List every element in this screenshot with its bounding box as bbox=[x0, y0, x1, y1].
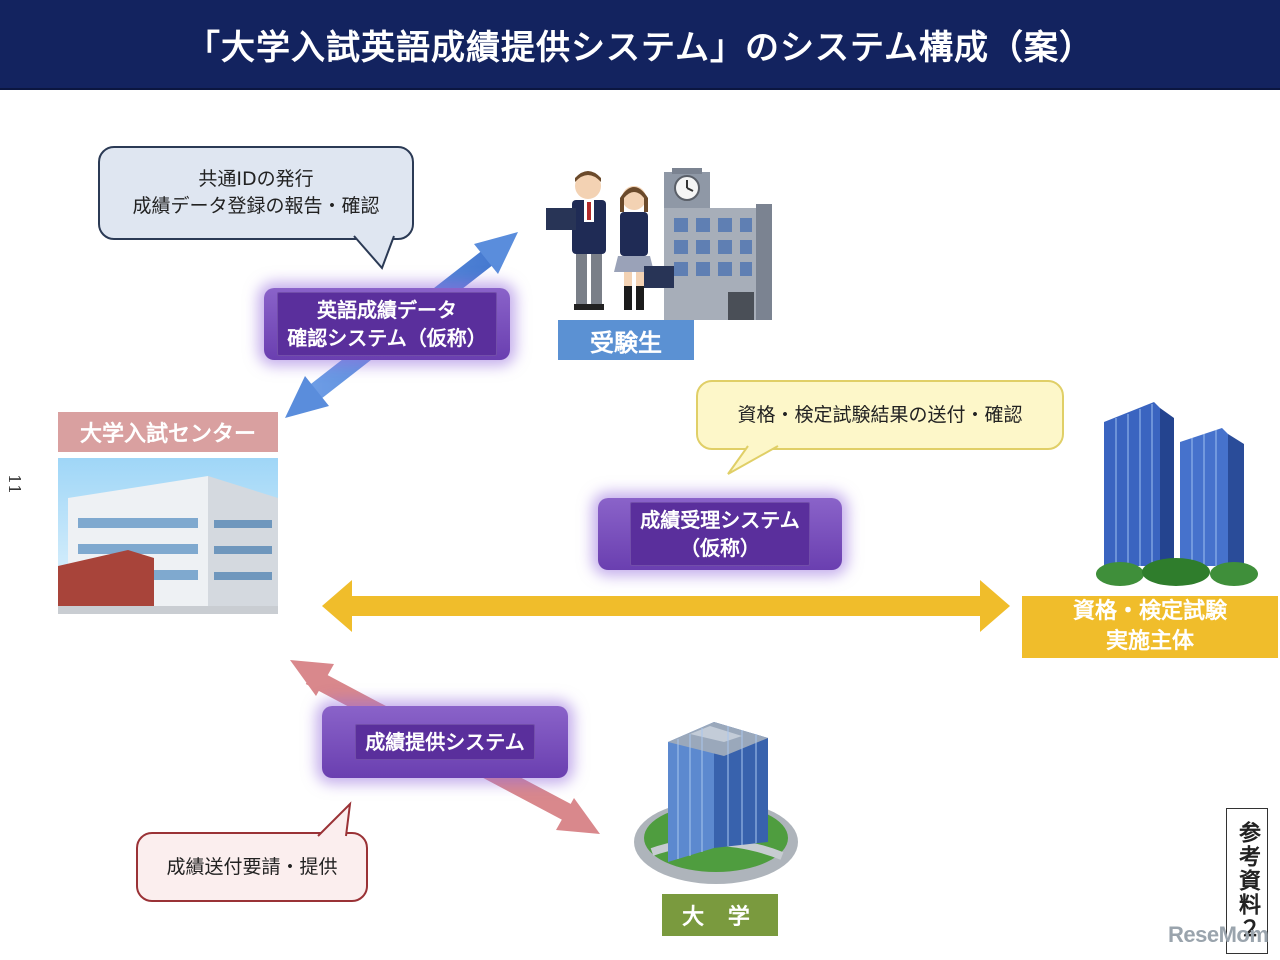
system-line: 成績提供システム bbox=[365, 730, 525, 754]
student-label-text: 受験生 bbox=[590, 328, 662, 357]
exam-label-line: 実施主体 bbox=[1105, 629, 1194, 654]
bubble-line: 資格・検定試験結果の送付・確認 bbox=[737, 403, 1023, 426]
student-school-image bbox=[546, 168, 772, 320]
exam-body-label: 資格・検定試験 実施主体 bbox=[1022, 596, 1278, 658]
student-boy-icon bbox=[546, 171, 606, 310]
bubble-tail bbox=[353, 235, 395, 270]
student-girl-icon bbox=[614, 186, 674, 310]
h-building-icon bbox=[634, 722, 798, 884]
student-label: 受験生 bbox=[558, 320, 694, 360]
exam-label-line: 資格・検定試験 bbox=[1072, 599, 1227, 624]
school-building-icon bbox=[664, 168, 772, 320]
system-line: 確認システム（仮称） bbox=[287, 326, 487, 350]
yellow-double-arrow bbox=[322, 580, 1010, 632]
bubble-line: 共通IDの発行 bbox=[198, 168, 314, 190]
system-line: （仮称） bbox=[680, 536, 760, 560]
center-building-image bbox=[58, 458, 278, 614]
exam-bubble: 資格・検定試験結果の送付・確認 bbox=[696, 380, 1064, 475]
page-title: 「大学入試英語成績提供システム」のシステム構成（案） bbox=[186, 27, 1094, 68]
side-page-number: 11 bbox=[5, 474, 24, 495]
title-banner: 「大学入試英語成績提供システム」のシステム構成（案） bbox=[0, 0, 1280, 90]
center-label: 大学入試センター bbox=[58, 412, 278, 452]
bubble-tail bbox=[317, 801, 352, 837]
receive-system-box: 成績受理システム （仮称） bbox=[598, 498, 842, 570]
bubble-line: 成績送付要請・提供 bbox=[166, 855, 338, 878]
confirm-system-label: 英語成績データ 確認システム（仮称） bbox=[277, 292, 497, 356]
office-tower-icon bbox=[1096, 402, 1258, 586]
system-line: 英語成績データ bbox=[317, 298, 457, 322]
university-bubble: 成績送付要請・提供 bbox=[136, 801, 368, 902]
university-label-text: 大 学 bbox=[682, 905, 758, 930]
bubble-line: 成績データ登録の報告・確認 bbox=[132, 195, 380, 217]
university-label: 大 学 bbox=[662, 894, 778, 936]
bubble-tail bbox=[727, 445, 779, 475]
receive-system-label: 成績受理システム （仮称） bbox=[630, 502, 810, 566]
center-label-text: 大学入試センター bbox=[79, 422, 256, 447]
student-bubble: 共通IDの発行 成績データ登録の報告・確認 bbox=[98, 146, 414, 270]
provide-system-label: 成績提供システム bbox=[355, 724, 535, 760]
reference-material-tag: 参考資料２ bbox=[1226, 808, 1268, 954]
provide-system-box: 成績提供システム bbox=[322, 706, 568, 778]
watermark-logo: ReseMom bbox=[1168, 922, 1269, 947]
confirm-system-box: 英語成績データ 確認システム（仮称） bbox=[264, 288, 510, 360]
system-line: 成績受理システム bbox=[640, 508, 800, 532]
